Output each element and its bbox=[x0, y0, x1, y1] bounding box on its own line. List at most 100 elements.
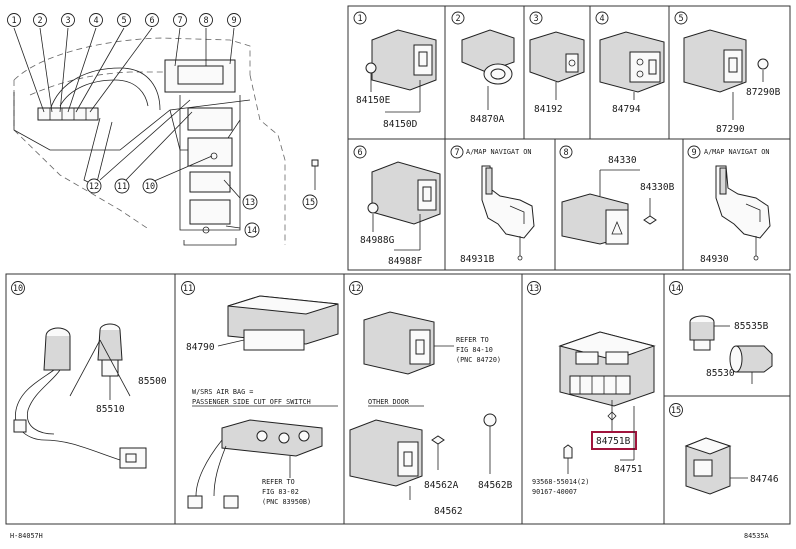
panel-13: 13 84751B 84751 93568-55014(2) 90167-400… bbox=[527, 281, 656, 496]
overview-callout-15: 15 bbox=[302, 194, 318, 210]
svg-text:12: 12 bbox=[351, 284, 361, 294]
overview-callout-9: 9 bbox=[227, 13, 241, 27]
part-84150E: 84150E bbox=[356, 95, 391, 106]
overview-callout-11: 11 bbox=[114, 178, 130, 194]
svg-text:2: 2 bbox=[37, 16, 42, 26]
panel-frames bbox=[5, 5, 791, 525]
svg-text:1: 1 bbox=[11, 16, 16, 26]
part-84562: 84562 bbox=[434, 506, 463, 517]
svg-text:1: 1 bbox=[357, 14, 362, 24]
svg-text:5: 5 bbox=[121, 16, 126, 26]
svg-text:REFER TO: REFER TO bbox=[456, 336, 489, 344]
overview-callout-7: 7 bbox=[173, 13, 187, 27]
svg-text:A/MAP NAVIGAT ON: A/MAP NAVIGAT ON bbox=[466, 148, 531, 156]
panel-5: 5 87290B 87290 bbox=[674, 11, 781, 135]
svg-text:90167-40007: 90167-40007 bbox=[532, 488, 577, 496]
svg-text:(PNC 84720): (PNC 84720) bbox=[456, 356, 501, 364]
svg-text:7: 7 bbox=[454, 148, 459, 158]
panel-6: 6 84988G 84988F bbox=[353, 145, 441, 267]
panel-11: 11 84790 W/SRS AIR BAG = PASSENGER SIDE … bbox=[181, 281, 339, 509]
part-85535B: 85535B bbox=[734, 321, 769, 332]
overview-callout-8: 8 bbox=[199, 13, 213, 27]
overview-callout-1: 1 bbox=[7, 13, 21, 27]
part-84870A: 84870A bbox=[470, 114, 505, 125]
part-84751B: 84751B bbox=[596, 436, 631, 447]
panel-10: 10 85500 85510 bbox=[11, 281, 167, 469]
svg-text:7: 7 bbox=[177, 16, 182, 26]
svg-text:(PNC 83950B): (PNC 83950B) bbox=[262, 498, 311, 506]
highlighted-part-box bbox=[591, 431, 637, 450]
svg-text:FIG 83-02: FIG 83-02 bbox=[262, 488, 299, 496]
overview-callout-5: 5 bbox=[117, 13, 131, 27]
part-84988F: 84988F bbox=[388, 256, 423, 267]
svg-text:13: 13 bbox=[245, 198, 255, 208]
overview-callout-4: 4 bbox=[89, 13, 103, 27]
svg-text:6: 6 bbox=[149, 16, 154, 26]
part-84192: 84192 bbox=[534, 104, 563, 115]
svg-text:12: 12 bbox=[89, 182, 99, 192]
part-85510: 85510 bbox=[96, 404, 125, 415]
part-87290B: 87290B bbox=[746, 87, 781, 98]
svg-text:11: 11 bbox=[117, 182, 127, 192]
overview-callout-12: 12 bbox=[86, 178, 102, 194]
overview-callout-13: 13 bbox=[242, 194, 258, 210]
svg-text:8: 8 bbox=[563, 148, 568, 158]
part-84562B: 84562B bbox=[478, 480, 513, 491]
part-84794: 84794 bbox=[612, 104, 641, 115]
svg-text:REFER TO: REFER TO bbox=[262, 478, 295, 486]
svg-text:11: 11 bbox=[183, 284, 193, 294]
svg-text:2: 2 bbox=[455, 14, 460, 24]
overview-callout-14: 14 bbox=[244, 222, 260, 238]
svg-text:9: 9 bbox=[691, 148, 696, 158]
svg-text:14: 14 bbox=[671, 284, 681, 294]
svg-text:14: 14 bbox=[247, 226, 257, 236]
svg-text:4: 4 bbox=[599, 14, 604, 24]
svg-text:PASSENGER SIDE CUT OFF SWITCH: PASSENGER SIDE CUT OFF SWITCH bbox=[192, 398, 311, 406]
panel-15: 15 84746 bbox=[669, 403, 779, 495]
panel-8: 8 84330 84330B bbox=[559, 145, 675, 245]
footer-code-right: 84535A bbox=[744, 532, 769, 540]
part-84988G: 84988G bbox=[360, 235, 395, 246]
svg-text:15: 15 bbox=[671, 406, 681, 416]
panel-4: 4 84794 bbox=[595, 11, 665, 115]
svg-text:10: 10 bbox=[145, 182, 155, 192]
panel-3: 3 84192 bbox=[529, 11, 585, 115]
svg-text:6: 6 bbox=[357, 148, 362, 158]
svg-text:9: 9 bbox=[231, 16, 236, 26]
overview-callout-10: 10 bbox=[142, 178, 158, 194]
overview-callout-3: 3 bbox=[61, 13, 75, 27]
panel-9: 9 A/MAP NAVIGAT ON 84930 bbox=[687, 145, 771, 265]
overview-callout-6: 6 bbox=[145, 13, 159, 27]
part-84150D: 84150D bbox=[383, 119, 418, 130]
panel-1: 1 84150E 84150D bbox=[353, 11, 437, 130]
svg-text:8: 8 bbox=[203, 16, 208, 26]
panel-12: 12 REFER TO FIG 84-10 (PNC 84720) OTHER … bbox=[349, 281, 513, 517]
part-84931B: 84931B bbox=[460, 254, 495, 265]
footer-code-left: H-84057H bbox=[10, 532, 43, 540]
panel-14: 14 85535B 85530 bbox=[669, 281, 773, 384]
svg-text:5: 5 bbox=[678, 14, 683, 24]
dashboard-overview bbox=[13, 27, 319, 246]
part-85500: 85500 bbox=[138, 376, 167, 387]
svg-text:4: 4 bbox=[93, 16, 98, 26]
svg-text:10: 10 bbox=[13, 284, 23, 294]
svg-text:W/SRS AIR BAG =: W/SRS AIR BAG = bbox=[192, 388, 253, 396]
part-84330B: 84330B bbox=[640, 182, 675, 193]
overview-callout-2: 2 bbox=[33, 13, 47, 27]
svg-text:3: 3 bbox=[533, 14, 538, 24]
svg-text:FIG 84-10: FIG 84-10 bbox=[456, 346, 493, 354]
part-84562A: 84562A bbox=[424, 480, 459, 491]
panel-7: 7 A/MAP NAVIGAT ON 84931B bbox=[450, 145, 535, 265]
svg-text:93568-55014(2): 93568-55014(2) bbox=[532, 478, 589, 486]
svg-text:15: 15 bbox=[305, 198, 315, 208]
panel-2: 2 84870A bbox=[451, 11, 515, 125]
svg-text:13: 13 bbox=[529, 284, 539, 294]
part-84930: 84930 bbox=[700, 254, 729, 265]
svg-text:3: 3 bbox=[65, 16, 70, 26]
svg-text:A/MAP NAVIGAT ON: A/MAP NAVIGAT ON bbox=[704, 148, 769, 156]
part-84751: 84751 bbox=[614, 464, 643, 475]
part-84330: 84330 bbox=[608, 155, 637, 166]
part-84790: 84790 bbox=[186, 342, 215, 353]
part-84746: 84746 bbox=[750, 474, 779, 485]
